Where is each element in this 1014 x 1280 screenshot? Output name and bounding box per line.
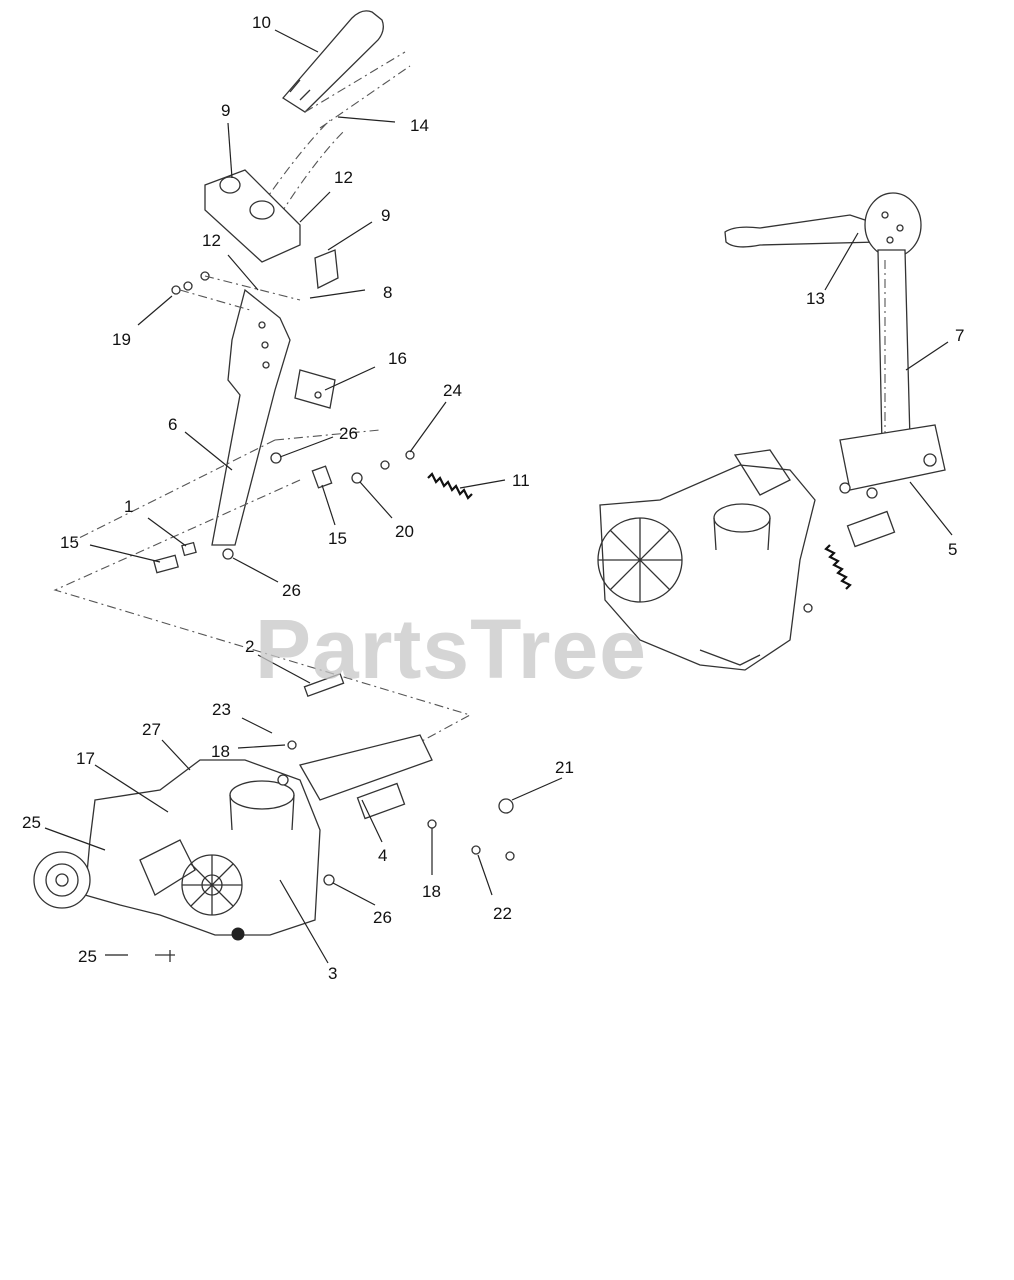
callout-14: 14 (410, 116, 429, 135)
callout-2: 2 (245, 637, 254, 656)
callout-17: 17 (76, 749, 95, 768)
right-lever-arm (877, 249, 911, 446)
right-hand-grip (724, 214, 881, 248)
callout-19: 19 (112, 330, 131, 349)
callout-23: 23 (212, 700, 231, 719)
left-control-lever-assembly (53, 10, 473, 781)
return-spring (427, 472, 473, 500)
callout-10: 10 (252, 13, 271, 32)
leader-lines (44, 29, 953, 964)
hand-grip (282, 10, 384, 113)
upper-lever-tube (261, 51, 411, 216)
callout-18: 18 (422, 882, 441, 901)
callout-24: 24 (443, 381, 462, 400)
right-lever-bracket (839, 424, 946, 491)
callout-3: 3 (328, 964, 337, 983)
callout-15: 15 (60, 533, 79, 552)
callout-21: 21 (555, 758, 574, 777)
callout-12: 12 (202, 231, 221, 250)
callout-1: 1 (124, 497, 133, 516)
lever-knob (314, 249, 339, 290)
callout-18: 18 (211, 742, 230, 761)
callout-8: 8 (383, 283, 392, 302)
right-return-spring (824, 544, 852, 590)
callout-9: 9 (381, 206, 390, 225)
callout-26: 26 (373, 908, 392, 927)
drive-pulley (33, 851, 91, 909)
callout-13: 13 (806, 289, 825, 308)
callout-22: 22 (493, 904, 512, 923)
lever-adjustment-arm (211, 288, 291, 546)
callout-26: 26 (282, 581, 301, 600)
callout-25: 25 (78, 947, 97, 966)
callout-6: 6 (168, 415, 177, 434)
callout-20: 20 (395, 522, 414, 541)
left-transaxle-assembly (33, 734, 515, 962)
callout-15: 15 (328, 529, 347, 548)
callout-9: 9 (221, 101, 230, 120)
callout-4: 4 (378, 846, 387, 865)
callout-5: 5 (948, 540, 957, 559)
callout-11: 11 (512, 471, 530, 490)
control-arm (299, 734, 433, 801)
callout-16: 16 (388, 349, 407, 368)
callout-12: 12 (334, 168, 353, 187)
callout-25: 25 (22, 813, 41, 832)
right-control-lever-assembly (597, 192, 946, 671)
callout-7: 7 (955, 326, 964, 345)
watermark: PartsTree (255, 602, 647, 696)
callout-26: 26 (339, 424, 358, 443)
callout-27: 27 (142, 720, 161, 739)
callout-labels: 10 14 9 12 9 12 8 19 16 6 26 24 11 1 15 … (22, 13, 964, 983)
control-link-rod (303, 672, 345, 698)
